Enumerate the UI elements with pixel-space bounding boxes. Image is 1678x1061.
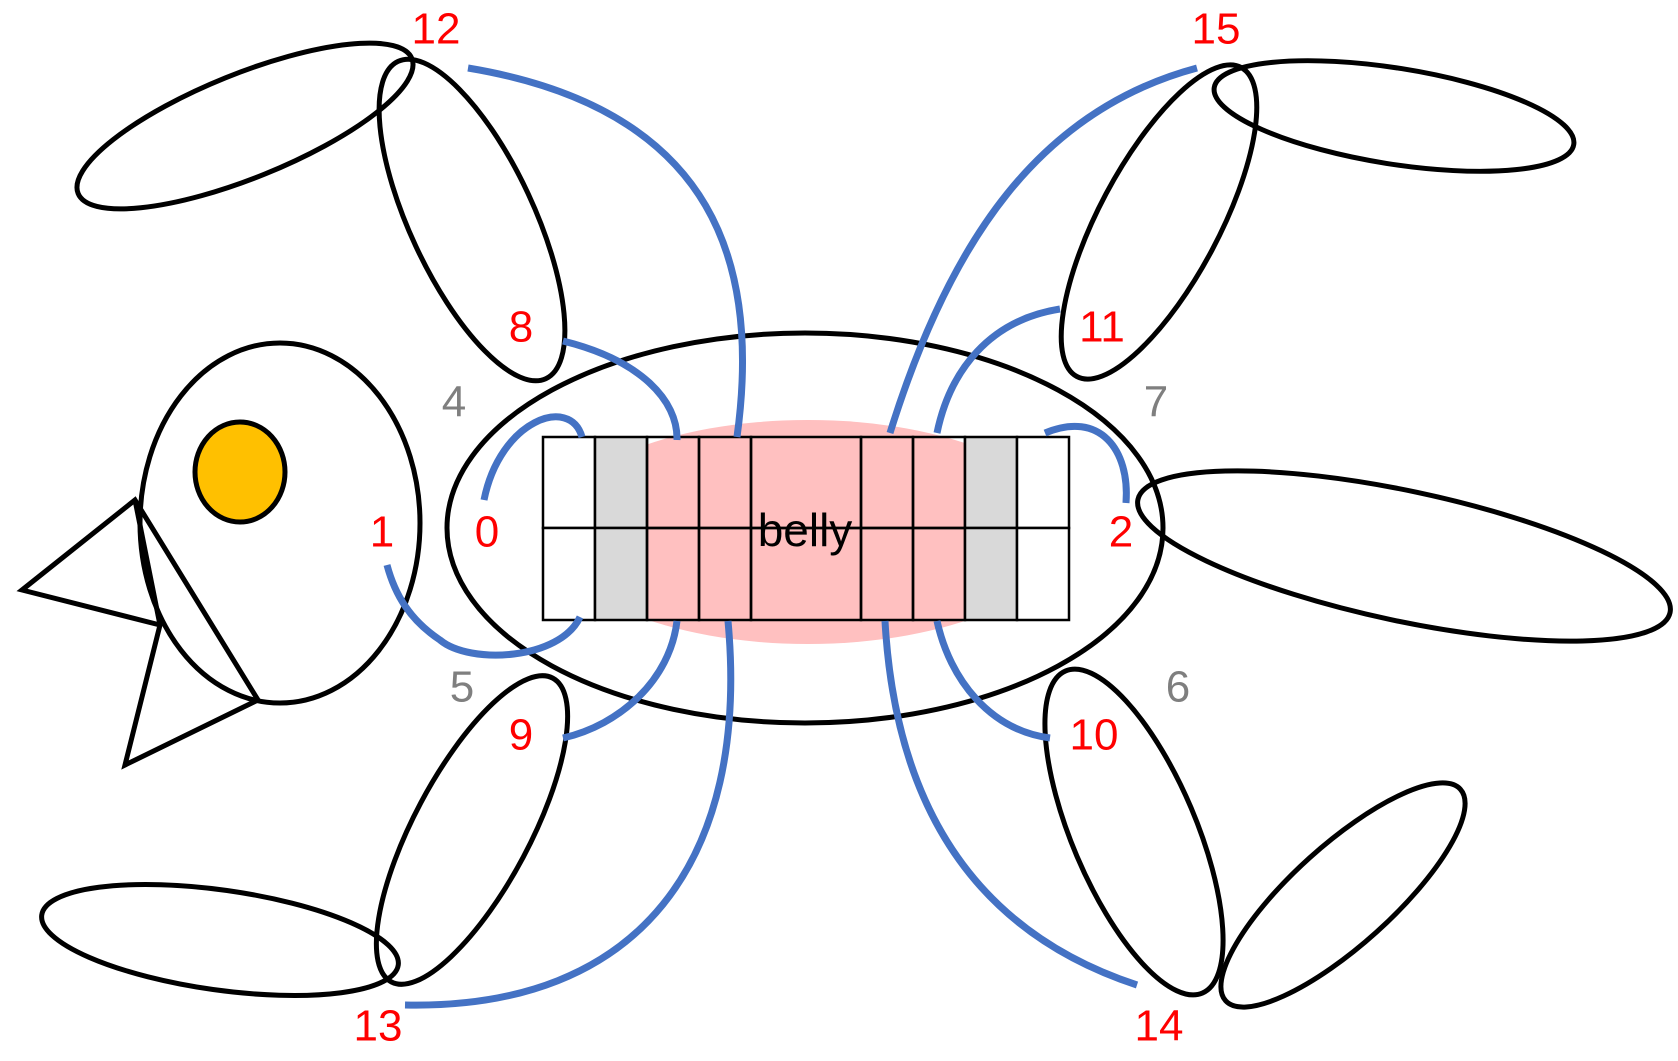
back-left-upper-limb (373, 673, 571, 987)
labels: 0 1 2 8 9 10 11 12 13 14 15 4 5 6 7 (354, 5, 1241, 1051)
label-9: 9 (509, 711, 533, 760)
wire-11 (933, 305, 1061, 434)
wire-12 (467, 64, 747, 438)
label-4: 4 (442, 378, 466, 427)
wire-0 (480, 413, 586, 501)
wires (383, 64, 1198, 1009)
belly-cell-8-0 (1015, 435, 1071, 530)
belly-cell-0-1 (541, 526, 597, 622)
belly-label: belly (758, 504, 853, 556)
wire-2 (1043, 423, 1130, 504)
beak (16, 496, 262, 770)
front-right-upper-limb (1058, 62, 1260, 382)
body-ellipse (444, 330, 1166, 726)
wire-8 (562, 337, 681, 441)
label-5: 5 (450, 663, 474, 712)
beak-inner (132, 499, 163, 626)
label-0: 0 (475, 508, 499, 557)
label-7: 7 (1144, 378, 1168, 427)
tail (1135, 468, 1673, 644)
wire-1 (383, 564, 584, 659)
belly-cell-1-1 (593, 526, 649, 622)
back-left-lower-limb (39, 882, 401, 998)
label-6: 6 (1166, 663, 1190, 712)
front-left-lower-limb (74, 40, 416, 212)
wire-14 (881, 620, 1139, 989)
belly-cell-0-0 (541, 435, 597, 530)
label-1: 1 (370, 508, 394, 557)
label-8: 8 (509, 303, 533, 352)
belly-connector-grid (541, 435, 1071, 622)
head (16, 340, 423, 770)
label-15: 15 (1192, 5, 1241, 54)
label-13: 13 (354, 1002, 403, 1051)
belly-cell-8-1 (1015, 526, 1071, 622)
wire-13 (404, 620, 735, 1009)
label-10: 10 (1070, 711, 1119, 760)
front-left-upper-limb (376, 56, 568, 384)
belly-highlight (550, 420, 1066, 644)
wire-10 (933, 620, 1051, 742)
legs (39, 40, 1673, 1010)
back-right-upper-limb (1042, 666, 1226, 998)
label-12: 12 (412, 5, 461, 54)
belly-cell-7-0 (963, 435, 1019, 530)
belly-cell-1-0 (593, 435, 649, 530)
label-2: 2 (1109, 508, 1133, 557)
front-right-lower-limb (1211, 58, 1577, 174)
belly-cell-7-1 (963, 526, 1019, 622)
label-11: 11 (1079, 303, 1125, 352)
eye (192, 419, 288, 525)
wire-15 (886, 64, 1198, 435)
belly: belly (541, 420, 1071, 644)
label-14: 14 (1135, 1002, 1184, 1051)
wire-9 (562, 620, 681, 742)
back-right-lower-limb (1218, 780, 1468, 1010)
